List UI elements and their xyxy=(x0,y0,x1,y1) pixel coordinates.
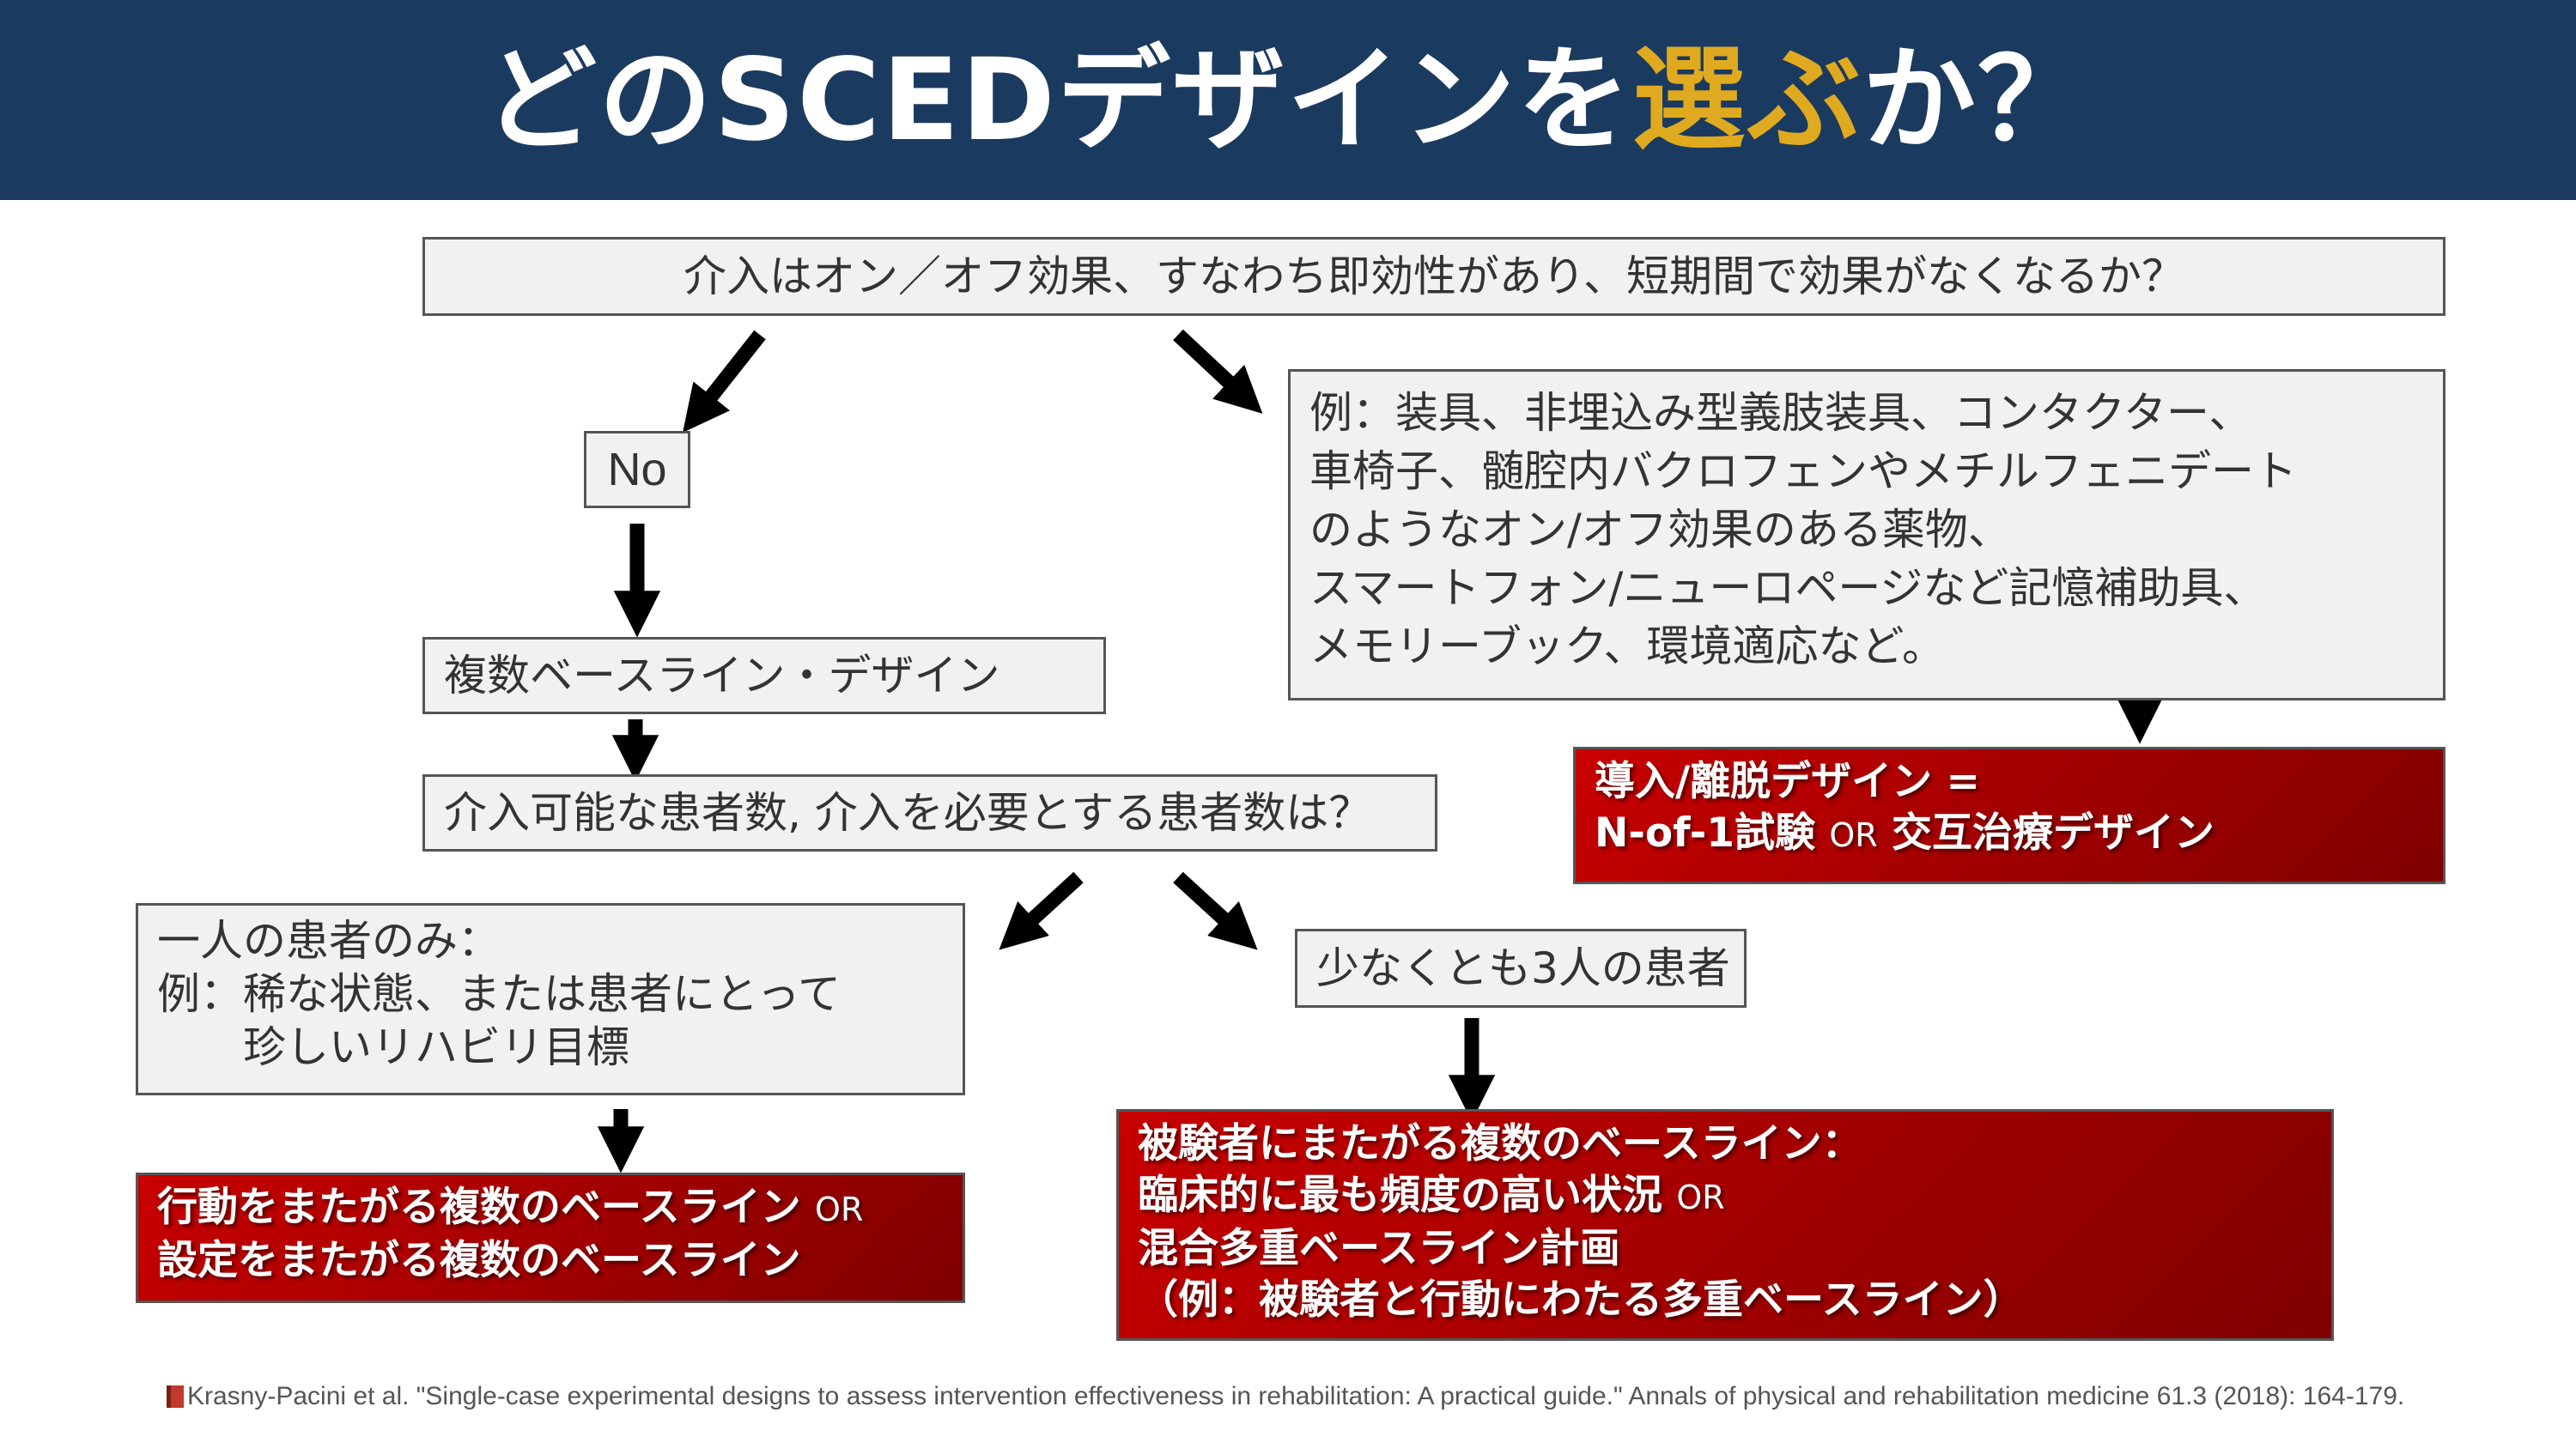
arrow-to-single-patient xyxy=(999,871,1084,950)
citation: Krasny-Pacini et al. "Single-case experi… xyxy=(167,1382,2404,1411)
subjects-clinical: 臨床的に最も頻度の高い状況 xyxy=(1138,1172,1662,1219)
citation-text: Krasny-Pacini et al. "Single-case experi… xyxy=(187,1382,2405,1410)
arrow-to-examples xyxy=(1173,329,1263,414)
page-title: どのSCEDデザインを選ぶか？ xyxy=(483,44,2093,157)
single-patient-line: 例：稀な状態、または患者にとって xyxy=(157,969,841,1019)
or-label: OR xyxy=(1676,1179,1725,1216)
withdrawal-result-box: 導入/離脱デザイン = N-of-1試験 OR 交互治療デザイン xyxy=(1573,747,2445,884)
single-patient-line: 一人の患者のみ： xyxy=(157,916,501,966)
withdrawal-alternating: 交互治療デザイン xyxy=(1892,809,2215,857)
no-label: No xyxy=(607,443,667,495)
no-box: No xyxy=(584,431,690,508)
header-bar: どのSCEDデザインを選ぶか？ xyxy=(0,0,2576,200)
single-patient-box: 一人の患者のみ： 例：稀な状態、または患者にとって 珍しいリハビリ目標 xyxy=(136,903,965,1095)
example-line: 車椅子、髄腔内バクロフェンやメチルフェニデート xyxy=(1309,446,2297,496)
subjects-result-box: 被験者にまたがる複数のベースライン： 臨床的に最も頻度の高い状況 OR 混合多重… xyxy=(1116,1109,2334,1341)
title-text-2: か？ xyxy=(1862,33,2093,167)
behaviors-line-2: 設定をまたがる複数のベースライン xyxy=(157,1237,801,1284)
multi-baseline-text: 複数ベースライン・デザイン xyxy=(444,650,1000,700)
withdrawal-line-1: 導入/離脱デザイン = xyxy=(1595,758,1980,805)
book-icon xyxy=(167,1385,184,1408)
main-question-box: 介入はオン／オフ効果、すなわち即効性があり、短期間で効果がなくなるか？ xyxy=(422,237,2445,316)
title-accent: 選ぶ xyxy=(1631,33,1862,167)
examples-box: 例：装具、非埋込み型義肢装具、コンタクター、 車椅子、髄腔内バクロフェンやメチル… xyxy=(1288,369,2445,700)
or-label: OR xyxy=(815,1191,864,1228)
behaviors-result-box: 行動をまたがる複数のベースライン OR 設定をまたがる複数のベースライン xyxy=(136,1173,965,1303)
multi-baseline-box: 複数ベースライン・デザイン xyxy=(422,637,1106,714)
example-line: スマートフォン/ニューロページなど記憶補助具、 xyxy=(1309,563,2267,613)
example-line: メモリーブック、環境適応など。 xyxy=(1309,621,1945,671)
patients-question-text: 介入可能な患者数, 介入を必要とする患者数は？ xyxy=(444,787,1372,838)
title-text-1: どのSCEDデザインを xyxy=(483,33,1632,167)
subjects-line-1: 被験者にまたがる複数のベースライン： xyxy=(1138,1120,1862,1167)
arrow-to-no xyxy=(683,330,766,433)
three-patients-box: 少なくとも3人の患者 xyxy=(1295,929,1747,1008)
subjects-line-3: 混合多重ベースライン計画 xyxy=(1138,1225,1620,1272)
arrow-to-three-patients xyxy=(1173,871,1258,950)
behaviors-line-1: 行動をまたがる複数のベースライン OR xyxy=(157,1182,944,1235)
behaviors-across-behaviors: 行動をまたがる複数のベースライン xyxy=(157,1184,801,1231)
withdrawal-nof1: N-of-1試験 xyxy=(1595,809,1815,857)
example-line: のようなオン/オフ効果のある薬物、 xyxy=(1309,505,2011,555)
subjects-line-2: 臨床的に最も頻度の高い状況 OR xyxy=(1138,1170,2312,1223)
subjects-line-4: （例：被験者と行動にわたる多重ベースライン） xyxy=(1138,1276,2024,1324)
example-line: 例：装具、非埋込み型義肢装具、コンタクター、 xyxy=(1309,388,2252,438)
withdrawal-line-2: N-of-1試験 OR 交互治療デザイン xyxy=(1595,808,2424,861)
patients-question-box: 介入可能な患者数, 介入を必要とする患者数は？ xyxy=(422,774,1437,852)
main-question-text: 介入はオン／オフ効果、すなわち即効性があり、短期間で効果がなくなるか？ xyxy=(683,251,2184,301)
single-patient-line: 珍しいリハビリ目標 xyxy=(243,1022,629,1072)
three-patients-text: 少なくとも3人の患者 xyxy=(1316,943,1730,993)
or-label: OR xyxy=(1829,816,1878,854)
